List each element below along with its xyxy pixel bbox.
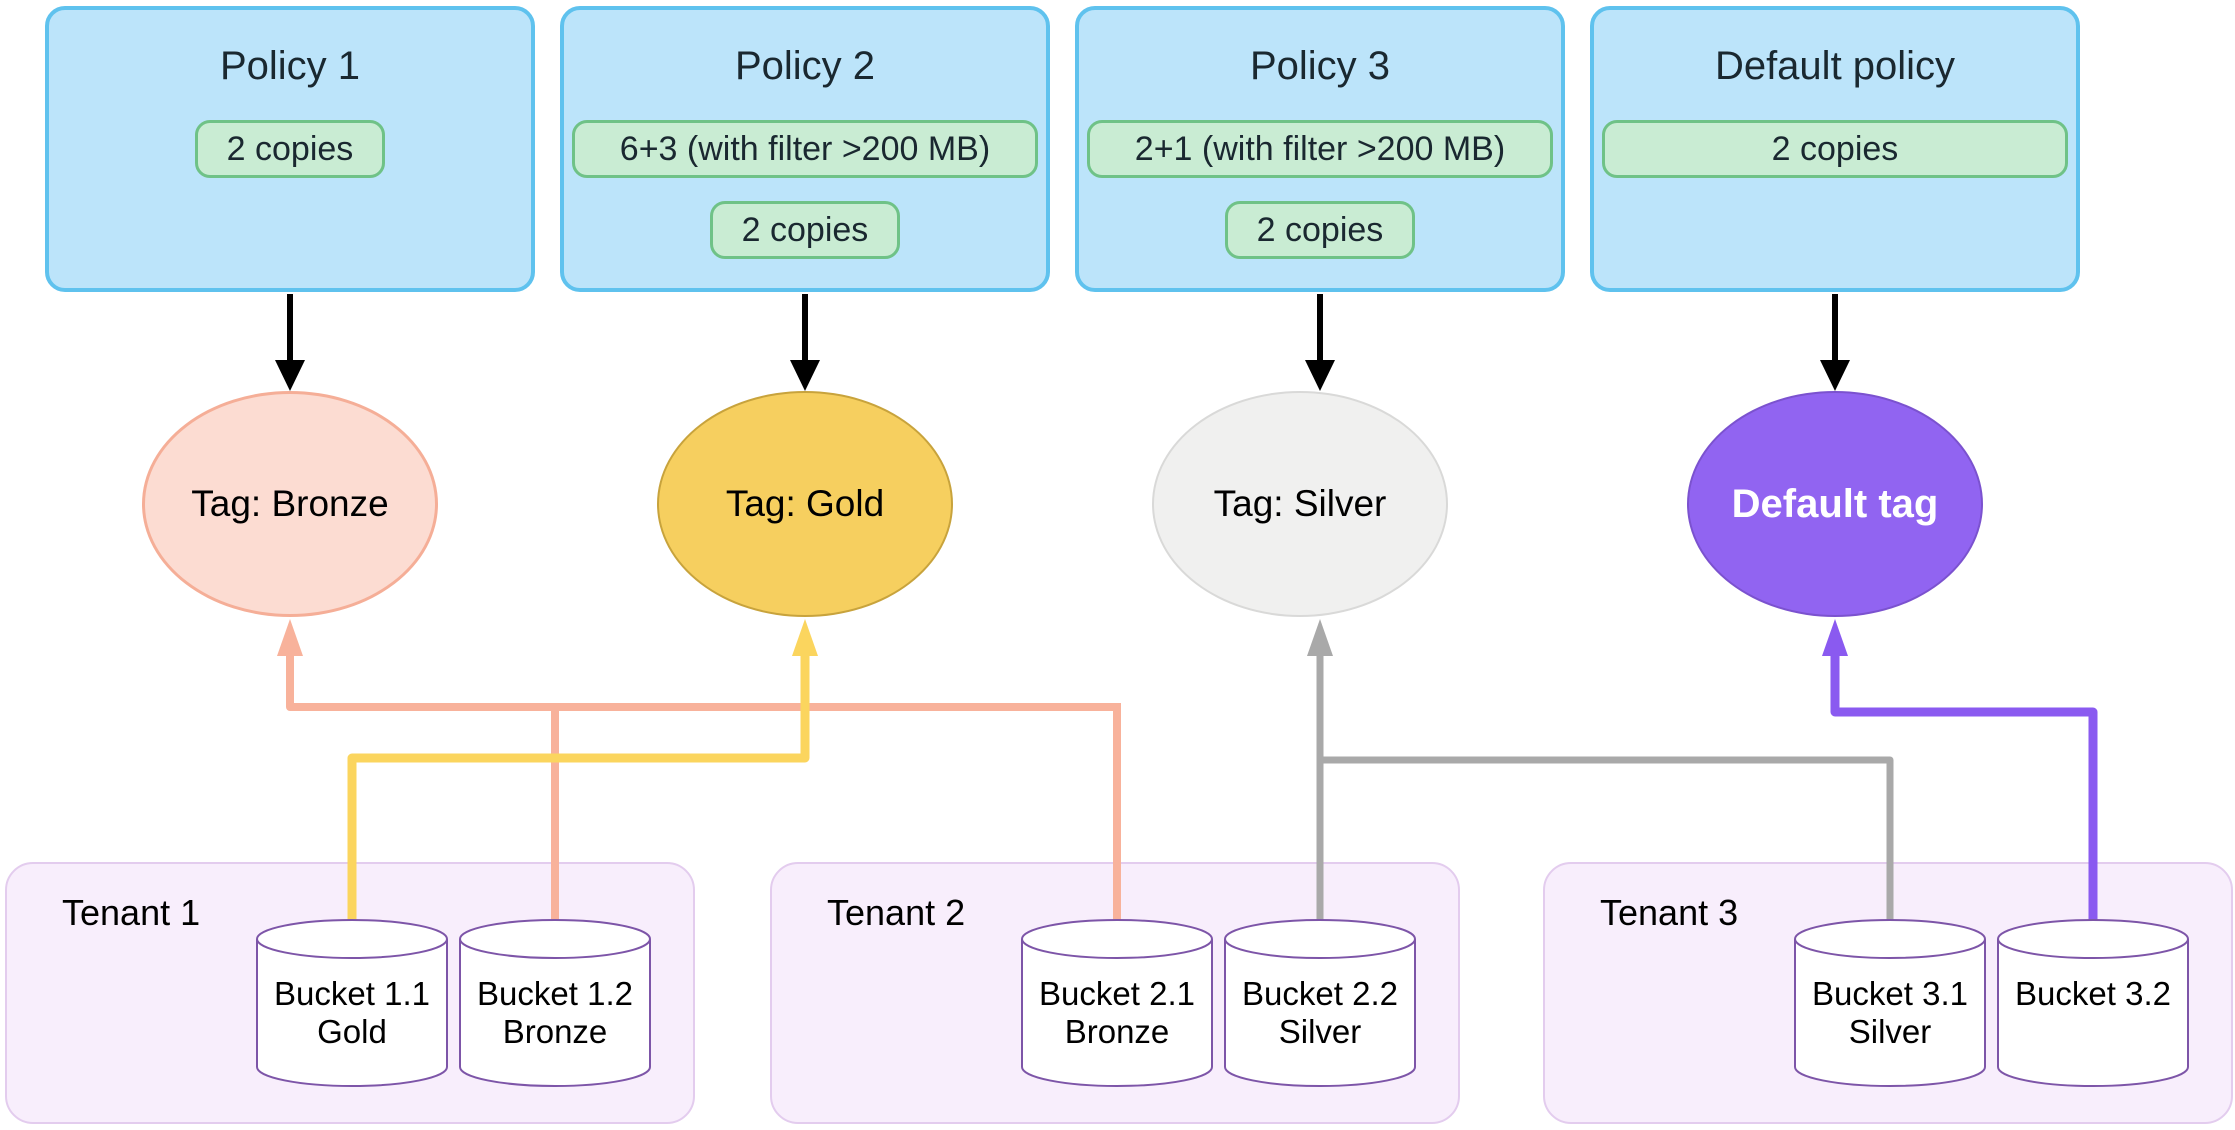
- policy-box-1: Policy 1 2 copies: [45, 6, 535, 292]
- bucket-cylinder-body: [1224, 939, 1416, 1087]
- bucket-tag: Gold: [317, 1013, 387, 1050]
- policy-box-2: Policy 2 6+3 (with filter >200 MB) 2 cop…: [560, 6, 1050, 292]
- bucket-cylinder-body: [256, 939, 448, 1087]
- policy-rule-pill: 6+3 (with filter >200 MB): [572, 120, 1038, 178]
- bucket-cylinder-body: [1997, 939, 2189, 1087]
- bucket-name: Bucket 3.1: [1812, 975, 1968, 1012]
- gold-arrowhead: [792, 619, 818, 656]
- tag-label: Tag: Silver: [1213, 483, 1387, 524]
- policy-title: Policy 1: [219, 44, 361, 88]
- policy-title: Policy 2: [734, 44, 876, 88]
- bucket-cylinder-lid: [1794, 919, 1986, 959]
- bucket-tag: Bronze: [1064, 1013, 1170, 1050]
- policy-rule-pill: 2 copies: [710, 201, 900, 259]
- bucket-cylinder-lid: [1021, 919, 1213, 959]
- policy-rule-pill: 2+1 (with filter >200 MB): [1087, 120, 1553, 178]
- bucket-name: Bucket 1.1: [274, 975, 430, 1012]
- bucket-3-2: Bucket 3.2: [1998, 975, 2188, 1013]
- tag-label: Default tag: [1731, 481, 1939, 526]
- bucket-1-2: Bucket 1.2 Bronze: [460, 975, 650, 1051]
- tenant-label: Tenant 2: [827, 892, 966, 933]
- gold-connector-line: [347, 619, 818, 926]
- bucket-2-1: Bucket 2.1 Bronze: [1022, 975, 1212, 1051]
- tag-gold-ellipse: Tag: Gold: [657, 391, 953, 617]
- bucket-1-1: Bucket 1.1 Gold: [257, 975, 447, 1051]
- tenant-label: Tenant 1: [62, 892, 201, 933]
- bucket-tag: Silver: [1848, 1013, 1932, 1050]
- tag-label: Tag: Gold: [725, 483, 885, 524]
- bucket-cylinder-body: [459, 939, 651, 1087]
- policy-rule-pill: 2 copies: [1602, 120, 2068, 178]
- bucket-tag: Silver: [1278, 1013, 1362, 1050]
- policy-rule-pill: 2 copies: [1225, 201, 1415, 259]
- purple-arrowhead: [1822, 619, 1848, 656]
- bucket-cylinder-body: [1021, 939, 1213, 1087]
- tenant-label: Tenant 3: [1600, 892, 1739, 933]
- bucket-cylinder-lid: [459, 919, 651, 959]
- bucket-name: Bucket 3.2: [2015, 975, 2171, 1012]
- purple-connector-line: [1822, 619, 2098, 926]
- bronze-arrowhead: [277, 619, 303, 656]
- bucket-cylinder-body: [1794, 939, 1986, 1087]
- bucket-name: Bucket 2.2: [1242, 975, 1398, 1012]
- bucket-name: Bucket 1.2: [477, 975, 633, 1012]
- tag-silver-ellipse: Tag: Silver: [1152, 391, 1448, 617]
- tag-bronze-ellipse: Tag: Bronze: [142, 391, 438, 617]
- policy-box-default: Default policy 2 copies: [1590, 6, 2080, 292]
- policy-box-3: Policy 3 2+1 (with filter >200 MB) 2 cop…: [1075, 6, 1565, 292]
- tag-default-ellipse: Default tag: [1687, 391, 1983, 617]
- bucket-cylinder-lid: [1224, 919, 1416, 959]
- bucket-tag: Bronze: [502, 1013, 608, 1050]
- bucket-3-1: Bucket 3.1 Silver: [1795, 975, 1985, 1051]
- bucket-cylinder-lid: [256, 919, 448, 959]
- bucket-cylinders: [256, 919, 2189, 1087]
- policy-title: Default policy: [1714, 44, 1956, 88]
- bucket-2-2: Bucket 2.2 Silver: [1225, 975, 1415, 1051]
- bucket-name: Bucket 2.1: [1039, 975, 1195, 1012]
- tag-label: Tag: Bronze: [191, 483, 389, 524]
- policy-title: Policy 3: [1249, 44, 1391, 88]
- policy-rule-pill: 2 copies: [195, 120, 385, 178]
- policy-to-tag-arrow: [275, 294, 1850, 391]
- bronze-connector-line: [277, 619, 1121, 926]
- bucket-cylinder-lid: [1997, 919, 2189, 959]
- silver-arrowhead: [1307, 619, 1333, 656]
- silver-connector-line: [1307, 619, 1894, 926]
